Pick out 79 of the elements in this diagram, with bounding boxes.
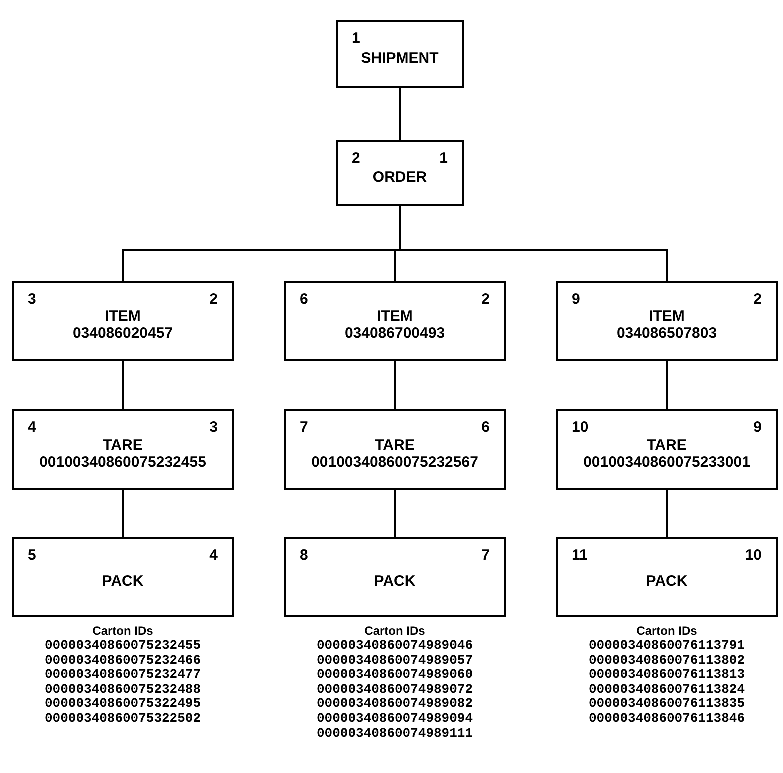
carton-id: 00000340860075232477 [44, 668, 202, 683]
box-label: ORDER [372, 168, 428, 186]
parent-number: 9 [754, 419, 762, 437]
hierarchy-box [284, 281, 506, 361]
connector-line [122, 490, 124, 537]
box-label: ITEM [649, 308, 685, 325]
parent-number: 3 [210, 419, 218, 437]
carton-id: 00000340860074989082 [316, 697, 474, 712]
box-label: SHIPMENT [361, 50, 439, 66]
carton-id: 00000340860075232488 [44, 682, 202, 698]
hierarchy-box [284, 409, 506, 490]
box-label: ITEM [105, 308, 141, 325]
connector-line [666, 490, 668, 537]
level-number: 10 [572, 419, 589, 437]
parent-number: 10 [745, 547, 762, 565]
hierarchy-box [336, 140, 464, 206]
carton-id: 00000340860075322502 [44, 712, 202, 727]
carton-id: 00000340860074989072 [316, 682, 474, 698]
carton-id: 00000340860074989094 [316, 712, 474, 727]
carton-id: 00000340860074989057 [316, 654, 474, 668]
hierarchy-box [12, 409, 234, 490]
connector-line [394, 490, 396, 537]
carton-id: 00000340860074989060 [316, 668, 474, 683]
level-number: 4 [28, 419, 36, 437]
level-number: 7 [300, 419, 308, 437]
carton-id: 00000340860076113813 [588, 668, 746, 683]
box-label: TARE [103, 436, 143, 454]
hierarchy-box [556, 281, 778, 361]
hierarchy-box [284, 537, 506, 617]
parent-number: 1 [440, 150, 448, 168]
level-number: 5 [28, 547, 36, 565]
box-label: 034086700493 [344, 325, 446, 342]
level-number: 11 [572, 547, 588, 565]
carton-id: 00000340860075232466 [44, 654, 202, 668]
level-number: 6 [300, 291, 308, 309]
connector-line [666, 361, 668, 409]
list-heading: Carton IDs [636, 624, 698, 639]
carton-id: 00000340860076113802 [588, 654, 746, 668]
box-label: 034086507803 [616, 325, 718, 342]
carton-id: 00000340860076113824 [588, 682, 746, 698]
carton-id: 00000340860075232455 [44, 639, 202, 654]
carton-id: 00000340860074989111 [316, 726, 474, 742]
parent-number: 2 [482, 291, 490, 309]
box-label: TARE [375, 436, 415, 454]
level-number: 8 [300, 547, 308, 565]
box-label: 00100340860075232567 [312, 454, 478, 470]
level-number: 9 [572, 291, 580, 309]
box-label: 00100340860075232455 [40, 454, 206, 470]
box-label: 00100340860075233001 [584, 454, 750, 470]
carton-id: 00000340860075322495 [44, 697, 202, 712]
hierarchy-box [556, 537, 778, 617]
level-number: 3 [28, 291, 36, 309]
carton-id: 00000340860076113791 [588, 639, 746, 654]
carton-id: 00000340860076113835 [588, 697, 746, 712]
carton-id: 00000340860074989046 [316, 639, 474, 654]
parent-number: 2 [754, 291, 762, 309]
hierarchy-box [336, 20, 464, 88]
hierarchy-box [12, 537, 234, 617]
connector-line [394, 361, 396, 409]
box-label: PACK [646, 572, 688, 590]
connector-line [399, 88, 401, 140]
level-number: 2 [352, 150, 360, 168]
box-label: 034086020457 [72, 325, 174, 342]
list-heading: Carton IDs [364, 624, 426, 639]
connector-line [399, 206, 668, 281]
parent-number: 4 [210, 547, 218, 565]
parent-number: 6 [482, 419, 490, 437]
parent-number: 2 [210, 291, 218, 309]
hierarchy-box [12, 281, 234, 361]
list-heading: Carton IDs [92, 624, 154, 639]
connector-line [122, 361, 124, 409]
box-label: TARE [647, 436, 687, 454]
hierarchy-box [556, 409, 778, 490]
box-label: PACK [102, 572, 144, 590]
parent-number: 7 [482, 547, 490, 565]
level-number: 1 [352, 30, 360, 48]
carton-id: 00000340860076113846 [588, 712, 746, 727]
box-label: PACK [374, 572, 416, 590]
box-label: ITEM [377, 308, 413, 325]
